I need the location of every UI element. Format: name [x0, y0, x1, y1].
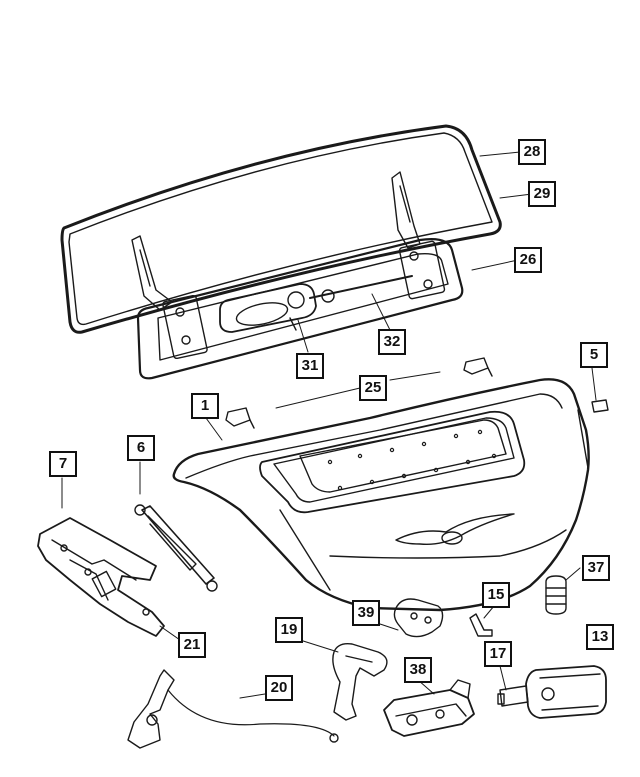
callout-21: 21	[178, 632, 206, 658]
callout-28: 28	[518, 139, 546, 165]
callout-38: 38	[404, 657, 432, 683]
gas-strut	[134, 504, 218, 592]
callout-29: 29	[528, 181, 556, 207]
callout-19: 19	[275, 617, 303, 643]
striker-part	[469, 613, 493, 637]
callout-13: 13	[586, 624, 614, 650]
latch-assembly	[383, 679, 475, 737]
bumper-stops	[225, 357, 493, 429]
callout-31: 31	[296, 353, 324, 379]
callout-5: 5	[580, 342, 608, 368]
clip-part	[591, 399, 609, 413]
callout-25: 25	[359, 375, 387, 401]
handle-switch	[393, 598, 444, 638]
liftgate-glass	[60, 124, 502, 334]
leader-lines	[61, 151, 597, 699]
callout-20: 20	[265, 675, 293, 701]
release-handle	[332, 642, 388, 721]
callout-17: 17	[484, 641, 512, 667]
callout-26: 26	[514, 247, 542, 273]
rubber-bumper	[545, 575, 567, 615]
liftgate-panel	[172, 378, 590, 612]
callout-39: 39	[352, 600, 380, 626]
hinge-assembly	[37, 517, 165, 637]
callout-15: 15	[482, 582, 510, 608]
callout-7: 7	[49, 451, 77, 477]
callout-1: 1	[191, 393, 219, 419]
release-cable	[127, 669, 339, 749]
lock-actuator	[497, 665, 607, 719]
wiper-module	[131, 171, 464, 380]
callout-37: 37	[582, 555, 610, 581]
callout-32: 32	[378, 329, 406, 355]
callout-6: 6	[127, 435, 155, 461]
